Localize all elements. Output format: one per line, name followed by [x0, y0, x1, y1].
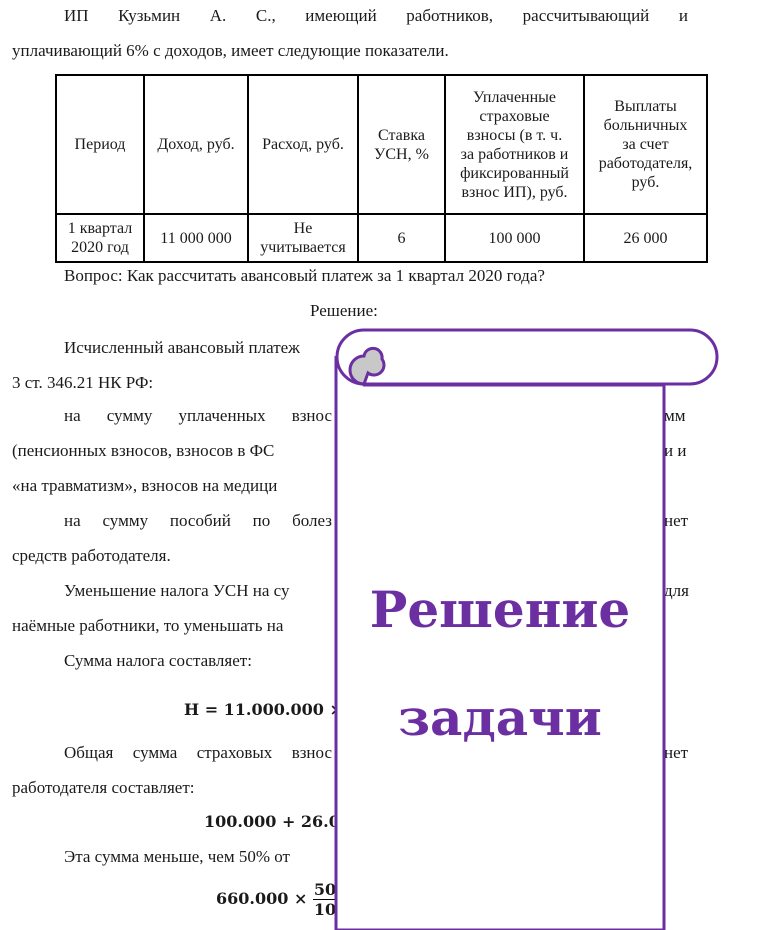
cell-insurance: 100 000: [444, 213, 585, 263]
question-text: Вопрос: Как рассчитать авансовый платеж …: [64, 266, 545, 285]
cell-sick-pay: 26 000: [583, 213, 708, 263]
header-income: Доход, руб.: [143, 74, 249, 215]
paragraph-3-right-fragment: нет: [664, 511, 689, 530]
solution-label: Решение:: [310, 301, 378, 320]
paragraph-4-right-fragment: для: [664, 581, 689, 600]
intro-line-2: уплачивающий 6% с доходов, имеет следующ…: [12, 41, 449, 60]
cell-income: 11 000 000: [143, 213, 249, 263]
overlay-title-line-2: задачи: [398, 688, 602, 747]
paragraph-1-line-1: Исчисленный авансовый платеж: [64, 338, 300, 357]
formula-tax: Н = 11.000.000 ×: [184, 700, 343, 719]
intro-line-1: ИП Кузьмин А. С., имеющий работников, ра…: [64, 6, 688, 25]
paragraph-2-line-2-right: и и: [664, 441, 687, 460]
scroll-top-roll: [335, 328, 719, 386]
paragraph-3-line-2: средств работодателя.: [12, 546, 171, 565]
paragraph-4-line-1: Уменьшение налога УСН на су: [64, 581, 290, 600]
paragraph-7: Эта сумма меньше, чем 50% от: [64, 847, 290, 866]
scroll-body: [334, 355, 666, 930]
formula-insurance-sum: 100.000 + 26.0: [204, 812, 340, 831]
paragraph-6-line-2: работодателя составляет:: [12, 778, 195, 797]
paragraph-2-line-2: (пенсионных взносов, взносов в ФС: [12, 441, 275, 460]
scroll-fold: [348, 346, 386, 386]
fraction: 50 10: [312, 880, 338, 919]
paragraph-2-line-3: «на травматизм», взносов на медици: [12, 476, 278, 495]
formula-fraction: 660.000 × 50 10: [216, 880, 338, 919]
header-expense: Расход, руб.: [247, 74, 359, 215]
paragraph-4-line-2: наёмные работники, то уменьшать на: [12, 616, 284, 635]
header-period: Период: [55, 74, 145, 215]
paragraph-1-line-2: 3 ст. 346.21 НК РФ:: [12, 373, 154, 392]
cell-rate: 6: [357, 213, 446, 263]
paragraph-6-right-fragment: нет: [664, 743, 689, 762]
paragraph-5: Сумма налога составляет:: [64, 651, 252, 670]
paragraph-2-right-fragment: мм: [664, 406, 686, 425]
overlay-title-line-1: Решение: [369, 580, 631, 639]
